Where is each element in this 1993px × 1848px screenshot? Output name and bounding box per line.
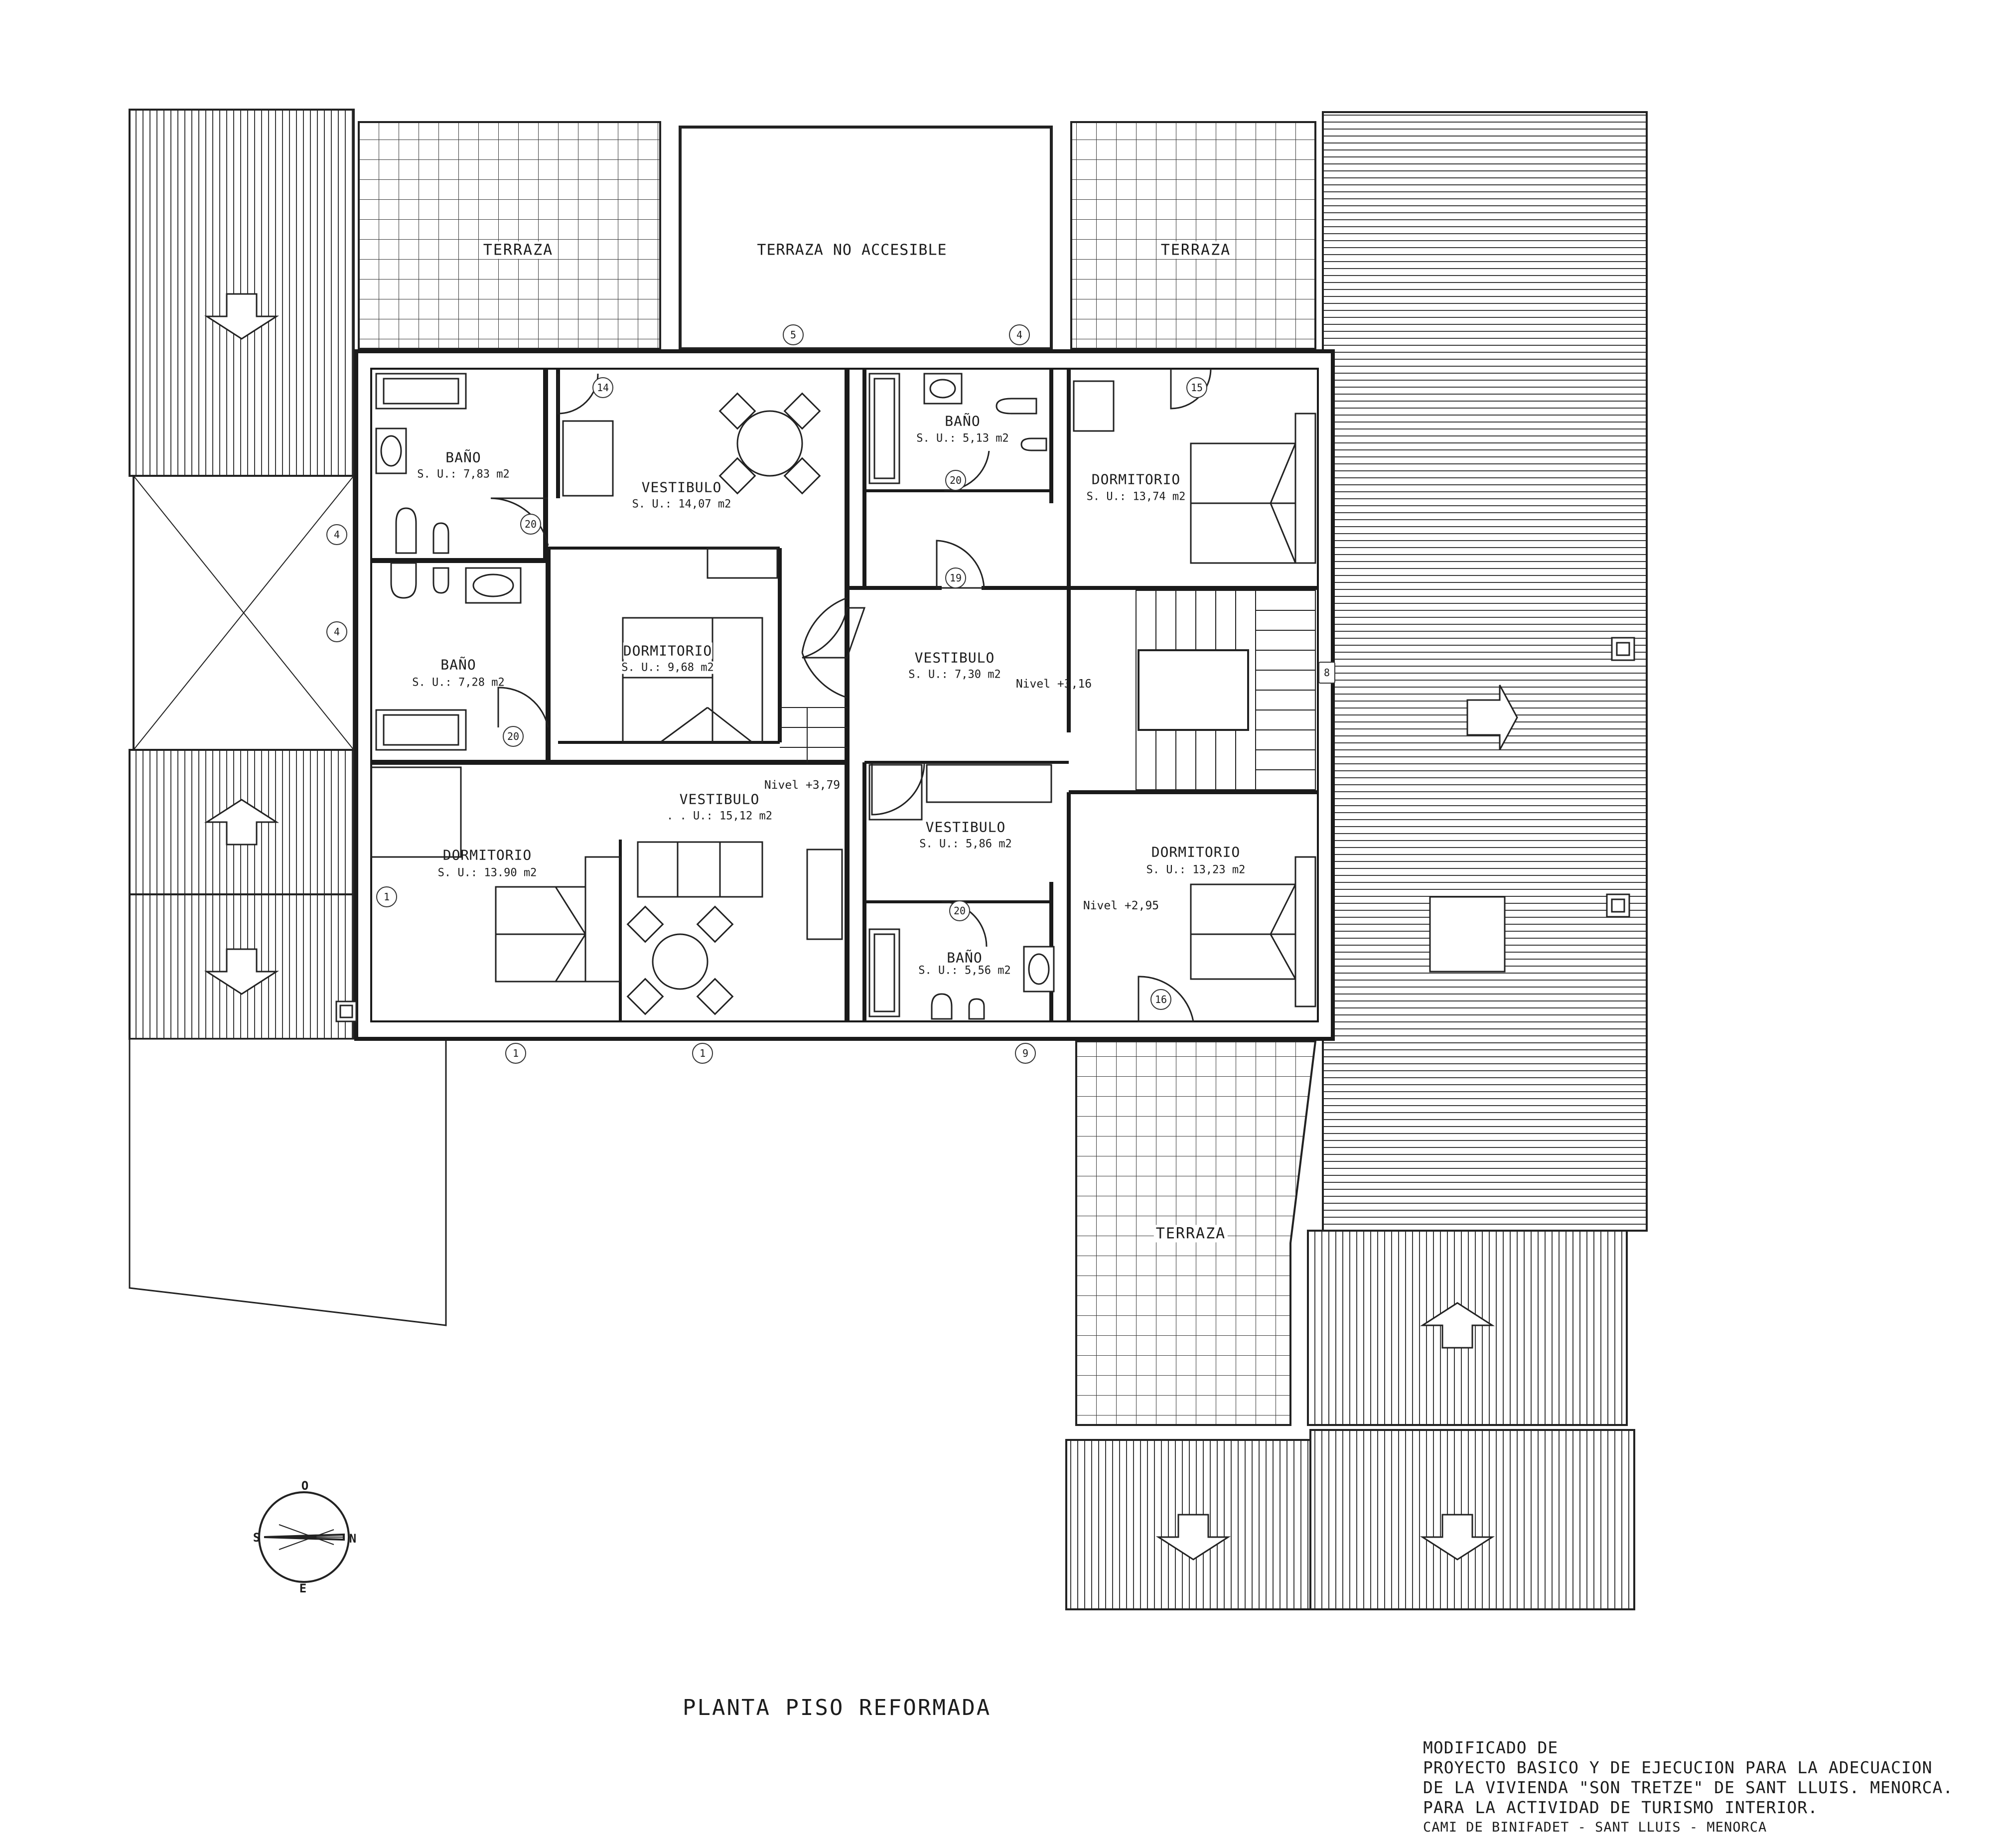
door-number: 15 bbox=[1186, 377, 1207, 398]
door-number: 1 bbox=[692, 1043, 713, 1064]
room-dormitorio-2-name: DORMITORIO bbox=[623, 642, 712, 659]
roof-east bbox=[1322, 111, 1648, 1232]
title-block-line: PARA LA ACTIVIDAD DE TURISMO INTERIOR. bbox=[1423, 1798, 1818, 1817]
terrace-no-accesible-label: TERRAZA NO ACCESIBLE bbox=[757, 241, 947, 259]
title-block-line: CAMI DE BINIFADET - SANT LLUIS - MENORCA bbox=[1423, 1820, 1767, 1835]
room-bano-3-name: BAÑO bbox=[440, 656, 476, 673]
room-vestibulo-1-area: S. U.: 14,07 m2 bbox=[632, 498, 731, 511]
room-dormitorio-1-name: DORMITORIO bbox=[1091, 471, 1181, 488]
compass-south-label: S bbox=[253, 1531, 261, 1545]
title-block-line: DE LA VIVIENDA "SON TRETZE" DE SANT LLUI… bbox=[1423, 1778, 1954, 1797]
compass-west-label: O bbox=[301, 1479, 309, 1493]
room-vestibulo-1-name: VESTIBULO bbox=[641, 479, 722, 496]
building-walls bbox=[354, 349, 1335, 1041]
door-number: 1 bbox=[376, 886, 397, 907]
terrace-ne-label: TERRAZA bbox=[1158, 241, 1233, 259]
room-vestibulo-2-name: VESTIBULO bbox=[914, 649, 995, 666]
room-vestibulo-2-area: S. U.: 7,30 m2 bbox=[908, 668, 1001, 681]
lower-left-yard bbox=[129, 1038, 447, 1326]
roof-arrows bbox=[204, 293, 1518, 1561]
room-bano-4-name: BAÑO bbox=[947, 949, 983, 966]
room-vestibulo-3-name: VESTIBULO bbox=[679, 791, 760, 808]
roof-areas bbox=[129, 109, 1648, 1610]
room-bano-2-area: S. U.: 5,13 m2 bbox=[916, 432, 1009, 445]
level-label-dormitorio-4: Nivel +2,95 bbox=[1083, 899, 1159, 912]
room-dormitorio-1-area: S. U.: 13,74 m2 bbox=[1086, 490, 1186, 503]
roof-west-north bbox=[129, 109, 355, 477]
door-number: 8 bbox=[1318, 662, 1335, 684]
staircase bbox=[780, 590, 1316, 790]
terrace-south-label: TERRAZA bbox=[1153, 1225, 1228, 1243]
terrace-ne-area bbox=[1070, 121, 1316, 350]
title-block-line: MODIFICADO DE bbox=[1423, 1738, 1559, 1757]
door-number: 20 bbox=[520, 514, 541, 535]
door-number: 14 bbox=[592, 377, 613, 398]
drawing-title: PLANTA PISO REFORMADA bbox=[683, 1695, 992, 1720]
door-number: 16 bbox=[1150, 989, 1171, 1010]
door-number: 9 bbox=[1015, 1043, 1036, 1064]
room-vestibulo-4-name: VESTIBULO bbox=[925, 819, 1006, 836]
compass-east-label: E bbox=[299, 1581, 307, 1595]
door-number: 4 bbox=[1009, 324, 1030, 345]
room-bano-2-name: BAÑO bbox=[945, 413, 981, 429]
room-bano-4-area: S. U.: 5,56 m2 bbox=[918, 964, 1011, 977]
room-bano-1-area: S. U.: 7,83 m2 bbox=[417, 468, 510, 481]
room-bano-1-name: BAÑO bbox=[445, 449, 481, 466]
room-vestibulo-4-area: S. U.: 5,86 m2 bbox=[919, 838, 1012, 851]
terrace-nw-label: TERRAZA bbox=[481, 241, 556, 259]
door-number: 4 bbox=[326, 524, 347, 545]
room-dormitorio-4-area: S. U.: 13,23 m2 bbox=[1146, 863, 1246, 876]
level-label-vestibulo-2: Nivel +3,16 bbox=[1015, 678, 1092, 691]
room-vestibulo-3-area: . . U.: 15,12 m2 bbox=[667, 810, 772, 823]
furniture bbox=[370, 373, 1316, 1020]
door-number: 20 bbox=[949, 900, 970, 921]
terrace-no-accesible-area bbox=[679, 126, 1053, 350]
door-number: 5 bbox=[783, 324, 804, 345]
room-bano-3-area: S. U.: 7,28 m2 bbox=[412, 676, 505, 689]
skylight bbox=[133, 475, 355, 751]
compass-north-label: N bbox=[349, 1532, 357, 1546]
door-number: 1 bbox=[505, 1043, 526, 1064]
compass-rose bbox=[258, 1491, 350, 1583]
room-dormitorio-3-name: DORMITORIO bbox=[442, 847, 532, 863]
door-number: 4 bbox=[326, 621, 347, 642]
room-dormitorio-3-area: S. U.: 13.90 m2 bbox=[437, 866, 537, 879]
door-number: 19 bbox=[945, 568, 966, 588]
room-dormitorio-2-area: S. U.: 9,68 m2 bbox=[621, 661, 714, 674]
title-block-line: PROYECTO BASICO Y DE EJECUCION PARA LA A… bbox=[1423, 1758, 1933, 1777]
level-label-vestibulo-3: Nivel +3,79 bbox=[764, 779, 841, 792]
title-block: MODIFICADO DE PROYECTO BASICO Y DE EJECU… bbox=[1423, 1738, 1953, 1838]
door-number: 20 bbox=[503, 726, 524, 747]
terrace-nw-area bbox=[358, 121, 661, 350]
door-number: 20 bbox=[945, 470, 966, 491]
chimneys bbox=[335, 637, 1635, 1022]
room-dormitorio-4-name: DORMITORIO bbox=[1151, 844, 1241, 860]
